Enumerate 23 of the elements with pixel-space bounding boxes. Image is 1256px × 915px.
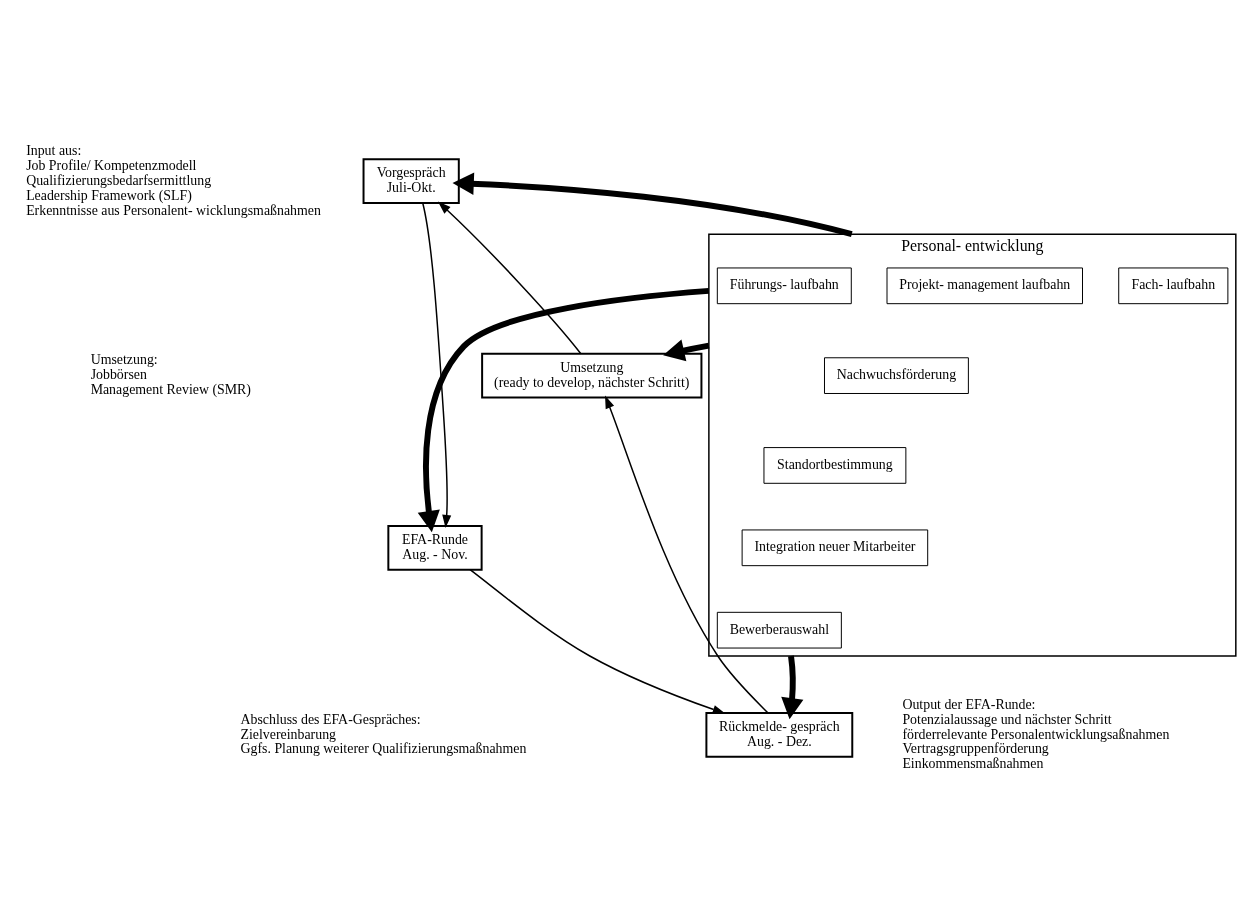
arrow [422, 201, 452, 528]
arrow [663, 339, 710, 361]
node-text: Umsetzung: Jobbörsen Management Review (SMR) [90, 351, 251, 397]
arrow [605, 395, 769, 714]
arrow [437, 201, 582, 354]
arrow [781, 655, 804, 719]
arrow [417, 287, 710, 532]
node-text: Input aus: Job Profile/ Kompetenzmodell Qualifizierungsbedarfsermittlung Leadership Framework (SLF) Erkenntnisse aus Personalent- wicklungsmaßnahmen [26, 142, 321, 218]
node-box: Vorgespräch Juli-Okt. [362, 157, 460, 204]
node-box: Rückmelde- gespräch Aug. - Dez. [705, 711, 854, 758]
node-box: Standortbestimmung [763, 446, 907, 484]
node-box: Fach- laufbahn [1118, 266, 1229, 304]
node-text: Output der EFA-Runde: Potenzialaussage und nächster Schritt förderrelevante Personalentwicklungsaßnahmen Vertragsgruppenförderung Einkommensmaßnahmen [902, 696, 1170, 771]
node-box: EFA-Runde Aug. - Nov. [387, 524, 483, 571]
node-text: Abschluss des EFA-Gespräches: Zielvereinbarung Ggfs. Planung weiterer Qualifizierungsmaßnahmen [240, 711, 527, 756]
arrow [452, 172, 853, 237]
node-box: Führungs- laufbahn [716, 266, 852, 304]
node-box: Nachwuchsförderung [824, 356, 969, 394]
node-box: Umsetzung (ready to develop, nächster Schritt) [481, 352, 703, 398]
node-box: Bewerberauswahl [716, 611, 842, 649]
node-box: Projekt- management laufbahn [886, 266, 1083, 304]
node-box: Integration neuer Mitarbeiter [741, 528, 929, 566]
arrow [469, 568, 726, 714]
